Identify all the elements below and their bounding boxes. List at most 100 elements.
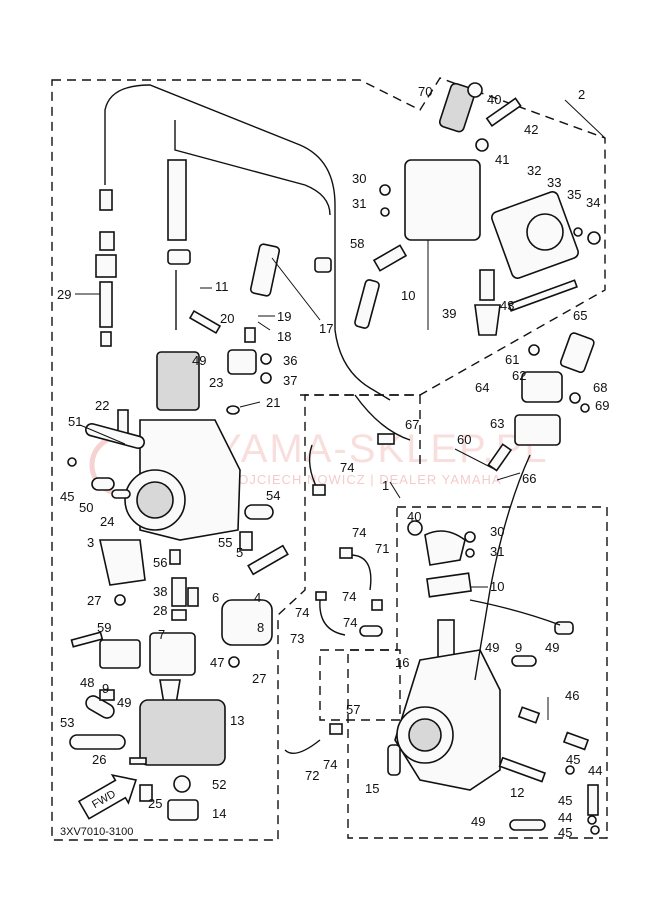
- screw-61: [528, 344, 540, 356]
- plunger-58: [354, 279, 380, 329]
- label-54: 54: [266, 488, 280, 503]
- label-38: 4: [254, 590, 261, 605]
- label-4: 6: [212, 590, 219, 605]
- label-23: 23: [209, 375, 223, 390]
- fitting-48: [99, 689, 115, 701]
- cable-adjuster-70: [438, 82, 476, 133]
- label-72: 72: [305, 768, 319, 783]
- carb-bore-inner: [136, 481, 174, 519]
- label-6: 28: [153, 603, 167, 618]
- label-43: 43: [500, 298, 514, 313]
- label-12: 15: [365, 781, 379, 796]
- label-70: 70: [418, 84, 432, 99]
- label-45-right-b: 45: [558, 793, 572, 808]
- washer-69: [580, 403, 590, 413]
- gasket-33: [526, 213, 564, 251]
- label-22: 22: [95, 398, 109, 413]
- label-50: 50: [79, 500, 93, 515]
- fitting-29-c: [95, 254, 117, 278]
- label-2: 2: [578, 87, 585, 102]
- gasket-10-right: [426, 572, 472, 598]
- label-8: 59: [97, 620, 111, 635]
- slide-and-needle: [156, 159, 332, 415]
- hose-72: [284, 739, 321, 754]
- part-labels: 2 70 40 42 41 30 31 32 33 35 34 58 10 39…: [57, 84, 609, 840]
- label-45-left2: 24: [100, 514, 114, 529]
- pin-8: [70, 631, 104, 648]
- spring-58: [372, 244, 408, 272]
- sensor-36: [227, 349, 257, 375]
- label-61: 61: [505, 352, 519, 367]
- label-31-top: 31: [352, 196, 366, 211]
- pin-49: [188, 309, 222, 335]
- group-outlines: [51, 77, 608, 841]
- label-45-left: 45: [60, 489, 74, 504]
- label-13: 53: [60, 715, 74, 730]
- cap-28-right: [228, 656, 240, 668]
- label-69: 69: [595, 398, 609, 413]
- fitting-29-b: [99, 231, 115, 251]
- label-7: 47: [210, 655, 224, 670]
- label-9: 13: [230, 713, 244, 728]
- label-49-top: 49: [192, 353, 206, 368]
- pipe-45: [111, 489, 131, 499]
- label-29: 29: [57, 287, 71, 302]
- label-48-left: 9: [102, 681, 109, 696]
- oring-44: [587, 815, 597, 825]
- screw-34: [587, 231, 601, 245]
- cap-17: [314, 257, 332, 273]
- label-41: 41: [495, 152, 509, 167]
- jet-4: [187, 587, 199, 607]
- label-62: 62: [512, 368, 526, 383]
- label-27: 8: [257, 620, 264, 635]
- label-30-top: 30: [352, 171, 366, 186]
- label-28-right: 27: [252, 671, 266, 686]
- needle-jet-5: [171, 577, 187, 607]
- bracket-64: [521, 371, 563, 403]
- label-67: 67: [405, 417, 419, 432]
- label-24: 3: [87, 535, 94, 550]
- oring-26: [173, 775, 191, 793]
- label-44: 44: [558, 810, 572, 825]
- label-35: 35: [567, 187, 581, 202]
- label-58: 58: [350, 236, 364, 251]
- hose-group-outline: [319, 649, 401, 721]
- label-31-right: 31: [490, 544, 504, 559]
- screw-68: [569, 392, 581, 404]
- part-code: 3XV7010-3100: [60, 826, 133, 838]
- label-74-top: 74: [340, 460, 354, 475]
- label-49-right2: 49: [545, 640, 559, 655]
- mid-right-group-outline: [300, 394, 421, 470]
- label-74-72: 74: [323, 757, 337, 772]
- hose-13: [69, 734, 126, 750]
- throttle-cable-right: [474, 454, 531, 681]
- top-cover-right: [424, 530, 466, 566]
- jet-55: [239, 531, 253, 551]
- hose-71: [349, 554, 372, 591]
- block-63: [514, 414, 561, 446]
- carb-bore-right-inner: [408, 718, 442, 752]
- label-46: 44: [588, 763, 602, 778]
- cap-39: [474, 304, 501, 336]
- bolt-52: [139, 784, 153, 802]
- label-5: 38: [153, 584, 167, 599]
- label-26: 52: [212, 777, 226, 792]
- nut-40-top: [467, 82, 483, 98]
- label-56: 55: [218, 535, 232, 550]
- screw-53: [129, 757, 147, 765]
- screw-30-top: [379, 184, 391, 196]
- spring-slide: [167, 159, 187, 241]
- label-60: 60: [457, 432, 471, 447]
- diaphragm-cover-27: [221, 599, 273, 646]
- screw-30-right: [464, 531, 476, 543]
- label-53: 26: [92, 752, 106, 767]
- pipe-50: [91, 477, 115, 491]
- fitting-29-d: [99, 281, 113, 328]
- pipe-49-bottom: [509, 819, 546, 831]
- carb-body-right: [387, 454, 600, 835]
- label-73: 73: [290, 631, 304, 646]
- label-20: 20: [220, 311, 234, 326]
- label-32: 32: [527, 163, 541, 178]
- oring-45-right-a: [565, 765, 575, 775]
